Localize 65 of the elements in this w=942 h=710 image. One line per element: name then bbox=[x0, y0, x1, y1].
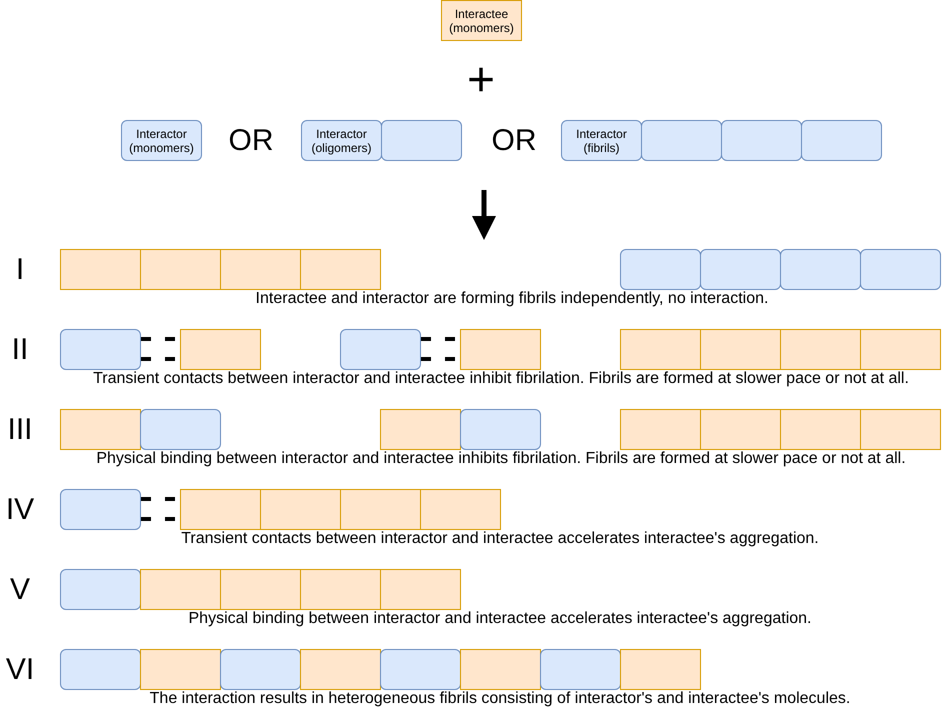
interactee-block bbox=[460, 649, 541, 690]
interactor-block bbox=[60, 489, 141, 530]
row-numeral: III bbox=[8, 413, 32, 447]
interactor-box: Interactor (oligomers) bbox=[301, 120, 382, 161]
row-numeral: II bbox=[12, 333, 28, 367]
interactor-box: Interactor (monomers) bbox=[121, 120, 202, 161]
interactor-block bbox=[721, 120, 802, 161]
interactee-block bbox=[140, 249, 221, 290]
plus-sign: + bbox=[466, 52, 496, 108]
interactee-box: Interactee (monomers) bbox=[441, 0, 522, 41]
interactee-block bbox=[620, 329, 701, 370]
row-numeral: VI bbox=[6, 653, 34, 687]
row-caption: Transient contacts between interactor and interactee accelerates interactee's aggregation. bbox=[181, 530, 819, 548]
interactee-block bbox=[700, 329, 781, 370]
interactor-box: Interactor (fibrils) bbox=[561, 120, 642, 161]
interactee-block bbox=[460, 329, 541, 370]
interactee-block bbox=[140, 569, 221, 610]
row-caption: The interaction results in heterogeneous fibrils consisting of interactor's and interactee's molecules. bbox=[150, 690, 850, 708]
interactee-block bbox=[140, 649, 221, 690]
interactee-block bbox=[180, 329, 261, 370]
interactee-block bbox=[620, 409, 701, 450]
row-caption: Physical binding between interactor and interactee accelerates interactee's aggregation. bbox=[188, 610, 812, 628]
interactee-block bbox=[780, 409, 861, 450]
interactor-block bbox=[380, 649, 461, 690]
or-word: OR bbox=[492, 124, 536, 158]
interactor-block bbox=[700, 249, 781, 290]
interactee-block bbox=[860, 409, 941, 450]
interactee-block bbox=[180, 489, 261, 530]
interactee-block bbox=[60, 249, 141, 290]
interactor-block bbox=[60, 329, 141, 370]
interactee-block bbox=[620, 649, 701, 690]
or-word: OR bbox=[228, 124, 274, 158]
interactee-block bbox=[260, 489, 341, 530]
interactor-block bbox=[641, 120, 722, 161]
row-caption: Transient contacts between interactor and interactee inhibit fibrilation. Fibrils are formed at slower pace or not at all. bbox=[93, 370, 909, 388]
interactee-block bbox=[420, 489, 501, 530]
interactee-block bbox=[380, 569, 461, 610]
row-numeral: IV bbox=[6, 493, 34, 527]
interactee-block bbox=[780, 329, 861, 370]
interactor-block bbox=[140, 409, 221, 450]
interactor-block bbox=[620, 249, 701, 290]
interactor-block bbox=[381, 120, 462, 161]
interactor-block bbox=[60, 569, 141, 610]
interactor-block bbox=[540, 649, 621, 690]
row-numeral: V bbox=[10, 573, 30, 607]
interactee-block bbox=[700, 409, 781, 450]
interactor-block bbox=[801, 120, 882, 161]
interactee-block bbox=[380, 409, 461, 450]
interactee-block bbox=[220, 249, 301, 290]
interactor-block bbox=[780, 249, 861, 290]
interactee-block bbox=[300, 649, 381, 690]
interactor-block bbox=[60, 649, 141, 690]
row-numeral: I bbox=[16, 253, 24, 287]
interactor-block bbox=[220, 649, 301, 690]
row-caption: Interactee and interactor are forming fibrils independently, no interaction. bbox=[256, 290, 768, 308]
interactee-block bbox=[300, 249, 381, 290]
row-caption: Physical binding between interactor and interactee inhibits fibrilation. Fibrils are formed at slower pace or not at all. bbox=[96, 450, 906, 468]
interactee-block bbox=[60, 409, 141, 450]
interactee-block bbox=[220, 569, 301, 610]
interactor-block bbox=[860, 249, 941, 290]
interactee-block bbox=[300, 569, 381, 610]
interactor-block bbox=[460, 409, 541, 450]
interactee-block bbox=[860, 329, 941, 370]
interactee-block bbox=[340, 489, 421, 530]
interactor-block bbox=[340, 329, 421, 370]
